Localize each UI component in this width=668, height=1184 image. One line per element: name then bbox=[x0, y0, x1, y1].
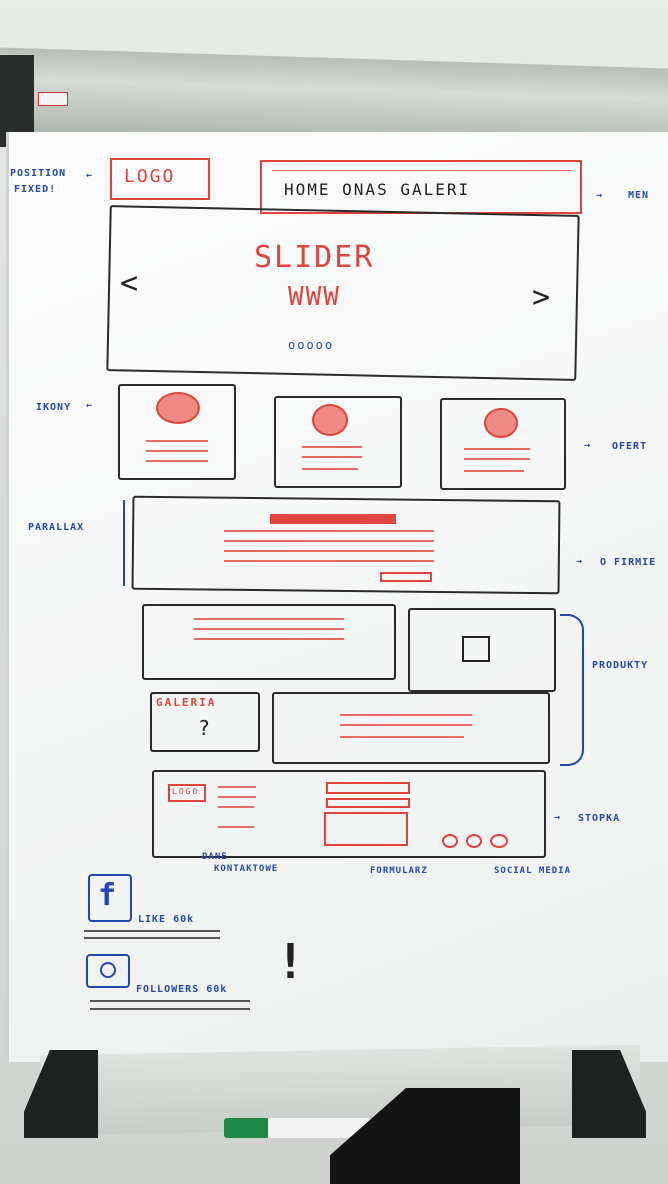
icon-card-2-line bbox=[302, 468, 358, 470]
facebook-icon-frame bbox=[88, 874, 132, 922]
menu-underline bbox=[272, 170, 572, 171]
slider-prev-icon: < bbox=[120, 266, 141, 301]
product-text-line bbox=[340, 724, 472, 726]
social-icon-1 bbox=[442, 834, 458, 848]
slider-title: SLIDER bbox=[254, 240, 375, 275]
gallery-box bbox=[150, 692, 260, 752]
about-note: O FIRMIE bbox=[600, 557, 657, 568]
easel-end-cap bbox=[0, 55, 34, 147]
position-note-line-1: POSITION bbox=[10, 168, 67, 179]
parallax-text-line bbox=[224, 560, 434, 562]
arrow-right-icon: → bbox=[576, 556, 584, 567]
parallax-text-line bbox=[224, 550, 434, 552]
parallax-text-line bbox=[224, 540, 434, 542]
slider-dots: ooooo bbox=[288, 338, 335, 352]
footer-contact-line bbox=[218, 786, 256, 788]
icon-circle-1 bbox=[156, 392, 200, 424]
icon-card-3 bbox=[440, 398, 566, 490]
slider-next-icon: > bbox=[532, 280, 553, 315]
icon-circle-3 bbox=[484, 408, 518, 438]
menu-note: MEN bbox=[628, 190, 650, 201]
footer-contact-line bbox=[218, 826, 254, 828]
gallery-placeholder: ? bbox=[198, 716, 213, 740]
slider-subtitle: WWW bbox=[288, 282, 341, 312]
product-text-line bbox=[194, 638, 344, 640]
marker-cap bbox=[224, 1118, 268, 1138]
like-underline bbox=[84, 930, 220, 932]
arrow-left-icon: ← bbox=[86, 400, 94, 411]
parallax-note: PARALLAX bbox=[28, 522, 85, 533]
logo-box bbox=[110, 158, 210, 200]
gallery-label: GALERIA bbox=[156, 696, 217, 709]
whiteboard bbox=[6, 132, 668, 1062]
footer-logo-label: LOGO bbox=[172, 787, 200, 796]
arrow-right-icon: → bbox=[596, 190, 604, 201]
products-note: PRODUKTY bbox=[592, 660, 649, 671]
menu-label: HOME ONAS GALERI bbox=[284, 180, 471, 199]
icon-card-3-line bbox=[464, 448, 530, 450]
parallax-heading-bar bbox=[270, 514, 396, 524]
icon-card-3-line bbox=[464, 470, 524, 472]
contact-note-line-2: KONTAKTOWE bbox=[214, 864, 279, 874]
icon-card-2-line bbox=[302, 456, 362, 458]
product-text-line bbox=[340, 714, 472, 716]
parallax-button-sketch bbox=[380, 572, 432, 582]
product-text-line bbox=[194, 628, 344, 630]
product-text-line bbox=[340, 736, 464, 738]
like-underline bbox=[84, 937, 220, 939]
product-text-line bbox=[194, 618, 344, 620]
icon-card-1-line bbox=[146, 450, 208, 452]
product-image-box bbox=[408, 608, 556, 692]
footer-contact-line bbox=[218, 796, 256, 798]
footer-contact-line bbox=[218, 806, 254, 808]
instagram-lens-icon bbox=[100, 962, 116, 978]
like-count: LIKE 60k bbox=[138, 914, 195, 925]
product-text-box bbox=[142, 604, 396, 680]
icon-card-1-line bbox=[146, 440, 208, 442]
menu-box bbox=[260, 160, 582, 214]
icon-card-1 bbox=[118, 384, 236, 480]
arrow-right-icon: → bbox=[554, 812, 562, 823]
exclamation-mark: ! bbox=[276, 934, 307, 990]
social-icon-2 bbox=[466, 834, 482, 848]
slider-box bbox=[106, 205, 580, 381]
brand-sticker bbox=[38, 92, 68, 106]
parallax-text-line bbox=[224, 530, 434, 532]
icon-card-3-line bbox=[464, 458, 530, 460]
products-brace-icon bbox=[560, 614, 584, 766]
icon-card-1-line bbox=[146, 460, 208, 462]
form-note: FORMULARZ bbox=[370, 866, 428, 876]
icon-card-2-line bbox=[302, 446, 362, 448]
position-note-line-2: FIXED! bbox=[14, 184, 57, 195]
arrow-right-icon: → bbox=[584, 440, 592, 451]
social-icon-3 bbox=[490, 834, 508, 848]
contact-note-line-1: DANE bbox=[202, 852, 228, 862]
followers-underline bbox=[90, 1000, 250, 1002]
form-input-sketch bbox=[326, 798, 410, 808]
form-textarea-sketch bbox=[324, 812, 408, 846]
arrow-left-icon: ← bbox=[86, 170, 94, 181]
facebook-icon: f bbox=[98, 878, 119, 913]
parallax-box bbox=[131, 495, 561, 595]
logo-label: LOGO bbox=[124, 166, 176, 187]
followers-count: FOLLOWERS 60k bbox=[136, 984, 228, 995]
product-text-box-2 bbox=[272, 692, 550, 764]
footer-note: STOPKA bbox=[578, 813, 621, 824]
icon-circle-2 bbox=[312, 404, 348, 436]
instagram-icon bbox=[86, 954, 130, 988]
social-note: SOCIAL MEDIA bbox=[494, 866, 572, 876]
form-input-sketch bbox=[326, 782, 410, 794]
footer-box bbox=[152, 770, 546, 858]
followers-underline bbox=[90, 1008, 250, 1010]
icon-card-2 bbox=[274, 396, 402, 488]
icons-note: IKONY bbox=[36, 402, 72, 413]
product-box-icon bbox=[462, 636, 490, 662]
parallax-height-arrow-icon bbox=[123, 500, 125, 586]
footer-logo-box bbox=[168, 784, 206, 802]
offer-note: OFERT bbox=[612, 441, 648, 452]
